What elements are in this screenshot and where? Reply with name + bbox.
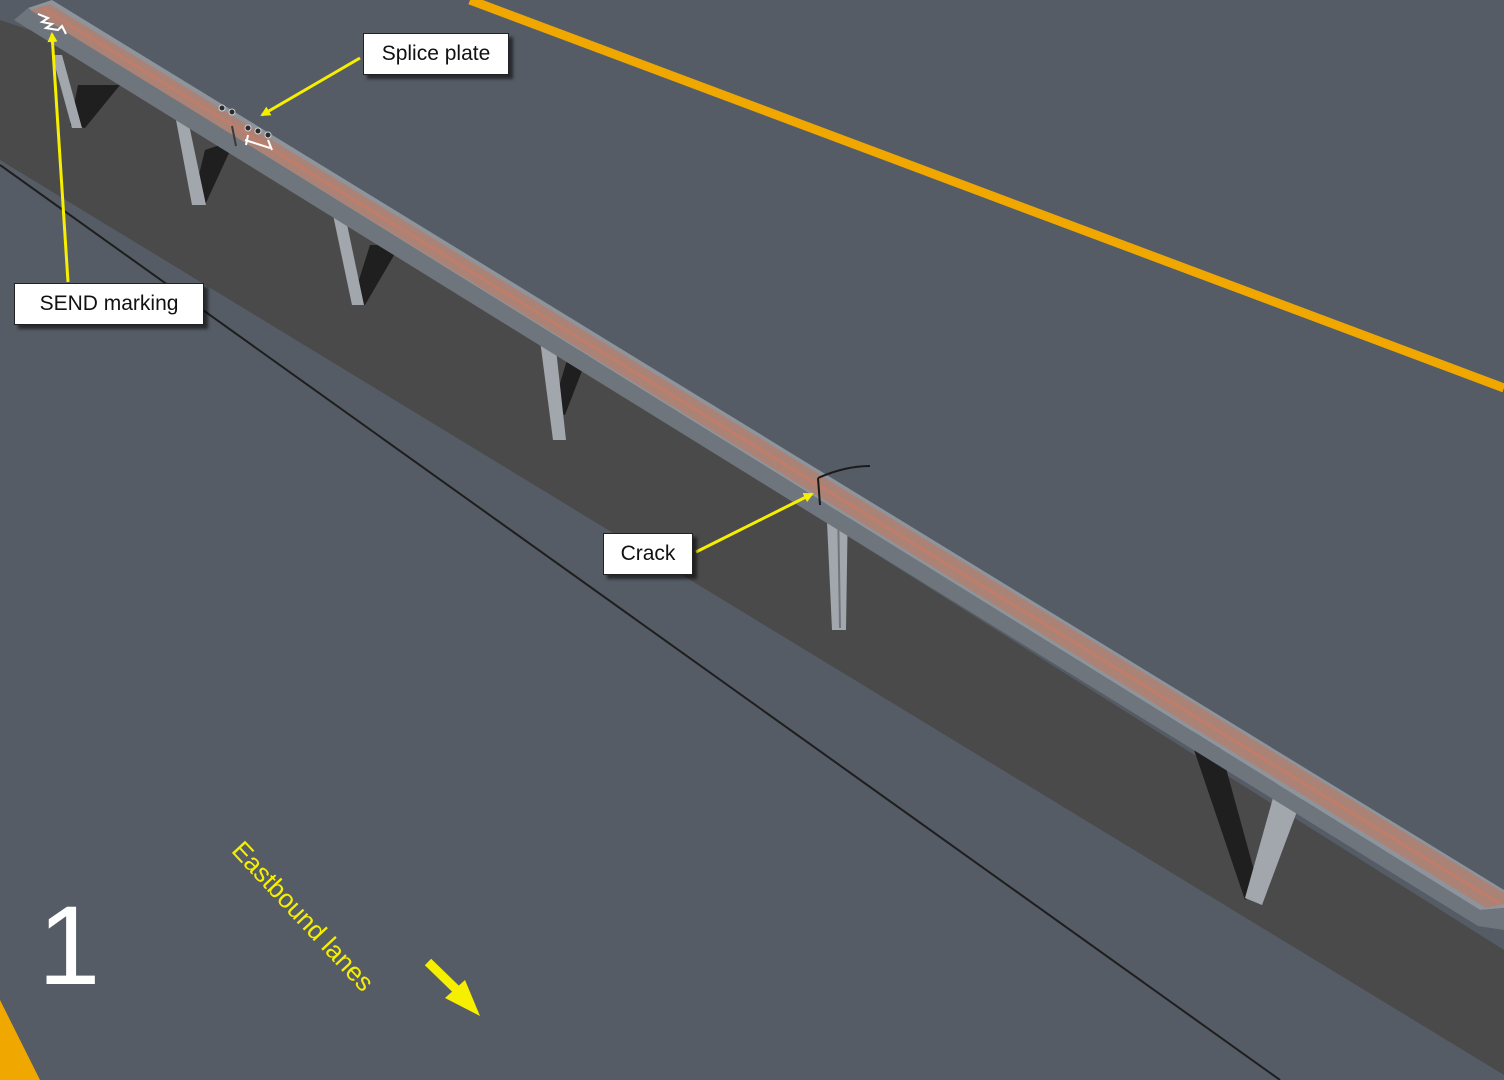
post: [176, 120, 206, 205]
post: [1245, 780, 1305, 905]
post: [332, 210, 364, 305]
send-arrow: [47, 32, 70, 283]
send-marking: [37, 13, 67, 35]
splice-arrow: [260, 56, 361, 117]
pavement-seam: [0, 164, 1281, 1080]
splice-plate-bolts: [218, 104, 272, 139]
splice-plate-callout: Splice plate: [363, 33, 509, 75]
rust-core: [41, 6, 1501, 906]
post: [540, 340, 566, 440]
splice-joint: [231, 125, 237, 147]
direction-arrow-icon: [424, 958, 480, 1016]
rail-side: [14, 8, 1504, 930]
crack-callout: Crack: [603, 533, 693, 575]
send-marking-callout: SEND marking: [14, 283, 204, 325]
crack: [817, 465, 871, 506]
yellow-edge-line: [468, 0, 1504, 393]
callout-arrows: [47, 32, 814, 554]
corner-edge-line: [0, 1000, 40, 1080]
post: [52, 55, 82, 128]
splice-plate-mark: [244, 134, 273, 151]
panel-number: 1: [38, 883, 101, 1008]
rust-streak: [30, 4, 1504, 908]
crack-arrow: [695, 492, 814, 554]
